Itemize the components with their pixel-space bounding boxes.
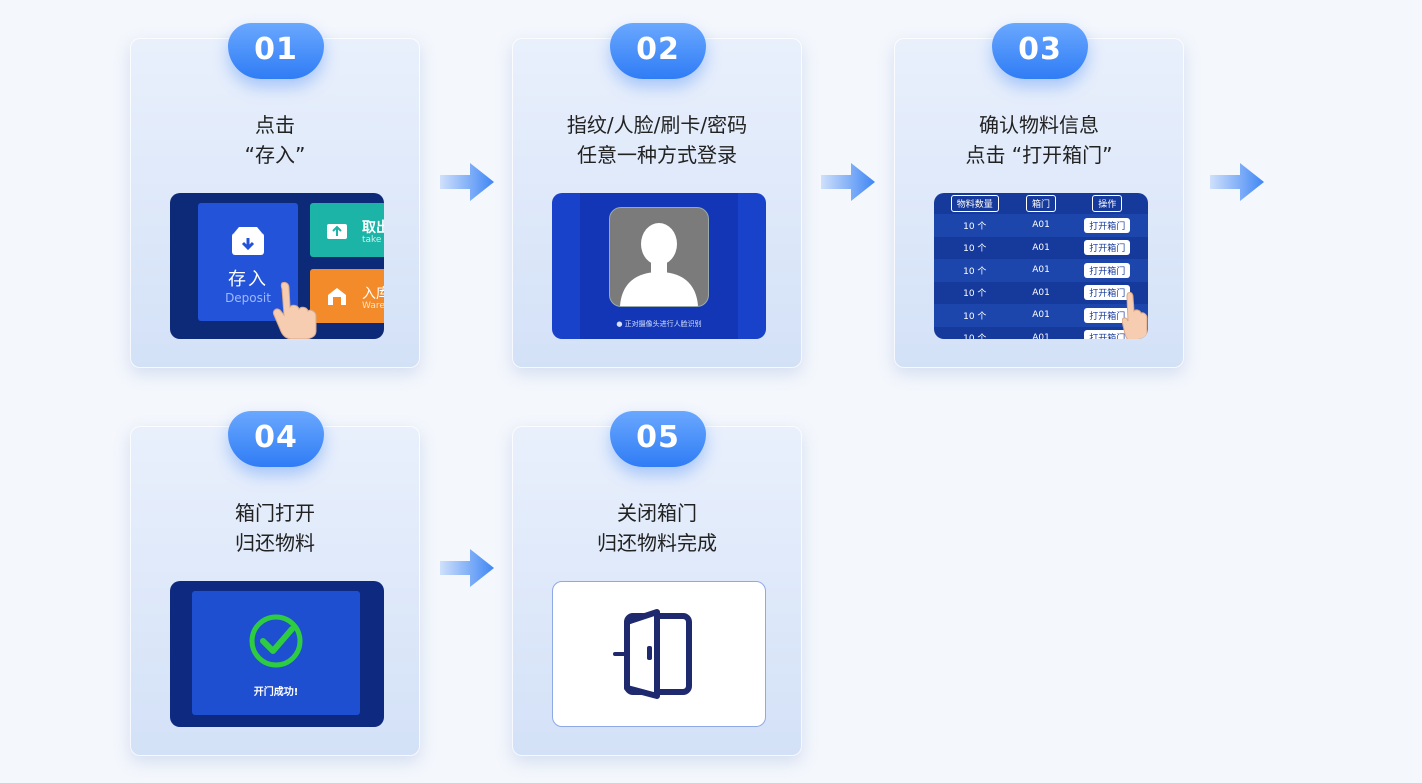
step-title-line2: 点击 “打开箱门”	[965, 143, 1113, 167]
deposit-label: 存入	[228, 269, 268, 290]
table-row: 10 个 A01 打开箱门	[934, 304, 1148, 327]
step-title-line2: “存入”	[244, 143, 306, 167]
door-cell: A01	[1015, 259, 1067, 282]
qty-cell: 10 个	[934, 214, 1016, 237]
door-cell: A01	[1032, 332, 1050, 339]
material-table-screen: 物料数量 箱门 操作 10 个 A01 打开箱门 10 个 A01 打开箱门 1…	[934, 193, 1148, 339]
qty-cell: 10 个	[934, 304, 1016, 327]
next-arrow-icon	[1210, 163, 1264, 201]
warehouse-icon	[328, 288, 346, 305]
open-door-button[interactable]: 打开箱门	[1084, 240, 1131, 256]
warehouse-label: 入库	[362, 286, 384, 302]
door-closed-icon	[613, 609, 692, 699]
open-door-button[interactable]: 打开箱门	[1084, 262, 1131, 278]
step-number-badge: 05	[610, 411, 706, 467]
table-row: 10 个 A01 打开箱门	[934, 327, 1148, 339]
step-card-2: 02 指纹/人脸/刷卡/密码 任意一种方式登录 ● 正对摄像头进行人脸识别	[512, 23, 802, 368]
step-title: 关闭箱门 归还物料完成	[512, 498, 802, 558]
material-table: 物料数量 箱门 操作 10 个 A01 打开箱门 10 个 A01 打开箱门 1…	[934, 193, 1148, 339]
upload-box-icon	[327, 224, 347, 239]
step-title: 箱门打开 归还物料	[130, 498, 420, 558]
take-label-en: take	[362, 235, 382, 245]
deposit-label-en: Deposit	[225, 291, 271, 305]
open-door-button[interactable]: 打开箱门	[1084, 330, 1131, 339]
door-closed-screen	[552, 581, 766, 727]
open-door-button[interactable]: 打开箱门	[1084, 285, 1131, 301]
warehouse-label-en: Ware	[362, 301, 384, 311]
step-title-line1: 确认物料信息	[979, 113, 1099, 137]
qty-cell: 10 个	[934, 327, 1016, 339]
deposit-box-icon	[232, 227, 264, 255]
take-label: 取出	[362, 220, 384, 236]
microphone-icon: ●	[616, 320, 623, 328]
take-tile[interactable]: 取出 take	[310, 203, 384, 257]
face-hint: 正对摄像头进行人脸识别	[624, 320, 702, 328]
step-title: 指纹/人脸/刷卡/密码 任意一种方式登录	[512, 110, 802, 170]
next-arrow-icon	[440, 163, 494, 201]
step-title: 确认物料信息 点击 “打开箱门”	[894, 110, 1184, 170]
door-open-screen: 开门成功!	[170, 581, 384, 727]
open-door-button[interactable]: 打开箱门	[1084, 217, 1131, 233]
user-avatar-icon	[620, 223, 698, 306]
door-cell: A01	[1032, 242, 1050, 253]
qty-cell: 10 个	[934, 259, 1016, 282]
hand-pointer-icon	[1122, 291, 1148, 339]
step-title-line2: 任意一种方式登录	[577, 143, 737, 167]
step-title: 点击 “存入”	[130, 110, 420, 170]
warehouse-tile[interactable]: 入库 Ware	[310, 269, 384, 323]
step-title-line2: 归还物料完成	[597, 531, 717, 555]
step-title-line1: 关闭箱门	[617, 501, 697, 525]
step-number-badge: 03	[992, 23, 1088, 79]
column-header: 箱门	[1025, 195, 1056, 212]
step-number-badge: 01	[228, 23, 324, 79]
door-cell: A01	[1015, 214, 1067, 237]
qty-cell: 10 个	[963, 289, 987, 300]
next-arrow-icon	[821, 163, 875, 201]
step-title-line1: 指纹/人脸/刷卡/密码	[566, 113, 748, 137]
door-cell: A01	[1032, 287, 1050, 298]
table-row: 10 个 A01 打开箱门	[934, 259, 1148, 282]
deposit-screen: 存入 Deposit 取出 take 入库 Ware	[170, 193, 384, 339]
face-frame	[609, 207, 709, 307]
step-card-4: 04 箱门打开 归还物料 开门成功!	[130, 411, 420, 756]
table-row: 10 个 A01 打开箱门	[934, 237, 1148, 260]
step-number-badge: 04	[228, 411, 324, 467]
hand-pointer-icon	[273, 281, 317, 339]
face-login-screen: ● 正对摄像头进行人脸识别	[552, 193, 766, 339]
step-title-line1: 箱门打开	[235, 501, 315, 525]
table-row: 10 个 A01 打开箱门	[934, 282, 1148, 305]
door-cell: A01	[1015, 304, 1067, 327]
column-header: 操作	[1092, 195, 1123, 212]
door-open-success-text: 开门成功!	[253, 687, 299, 698]
step-number-badge: 02	[610, 23, 706, 79]
step-card-5: 05 关闭箱门 归还物料完成	[512, 411, 802, 756]
qty-cell: 10 个	[963, 244, 987, 255]
step-card-1: 01 点击 “存入” 存入 Deposit 取出 take	[130, 23, 420, 368]
step-card-3: 03 确认物料信息 点击 “打开箱门” 物料数量 箱门 操作 10 个 A01 …	[894, 23, 1184, 368]
next-arrow-icon	[440, 549, 494, 587]
deposit-tile[interactable]: 存入 Deposit	[198, 203, 298, 321]
step-title-line1: 点击	[255, 113, 295, 137]
step-title-line2: 归还物料	[235, 531, 315, 555]
open-door-button[interactable]: 打开箱门	[1084, 307, 1131, 323]
column-header: 物料数量	[950, 195, 999, 212]
success-check-icon	[249, 614, 303, 668]
table-row: 10 个 A01 打开箱门	[934, 214, 1148, 237]
